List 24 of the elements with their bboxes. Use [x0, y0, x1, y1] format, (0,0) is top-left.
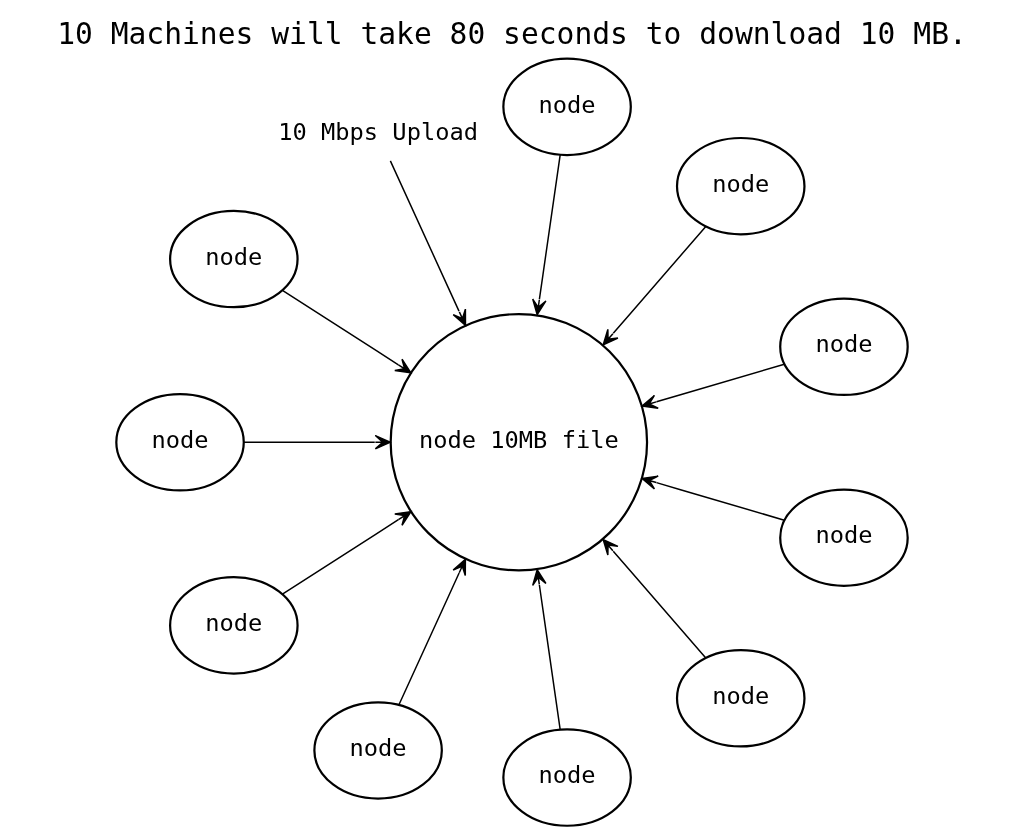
node-ellipse: node: [675, 649, 806, 748]
node-ellipse: node: [779, 488, 909, 587]
node-ellipse: node: [675, 136, 806, 236]
node-circle: node 10MB file: [389, 312, 649, 572]
arrow: [389, 160, 467, 327]
node-ellipse: node: [115, 392, 245, 492]
arrow: [641, 475, 786, 521]
arrow: [243, 434, 391, 450]
diagram-title: 10 Machines will take 80 seconds to download 10 MB.: [57, 15, 967, 51]
arrow: [532, 569, 561, 731]
node-ellipse: node: [169, 209, 299, 309]
arrow: [282, 289, 412, 374]
node-ellipse: node: [502, 728, 632, 827]
node-ellipse: node: [779, 297, 909, 397]
arrow: [602, 226, 707, 346]
node-ellipse: node: [502, 57, 632, 157]
arrow: [398, 558, 467, 705]
arrow: [282, 510, 412, 595]
node-ellipse: node: [169, 576, 299, 675]
node-text: 10 Mbps Upload: [278, 117, 478, 146]
arrow: [641, 363, 786, 409]
node-ellipse: node: [313, 701, 443, 800]
arrow: [532, 154, 561, 316]
arrow: [602, 538, 707, 659]
